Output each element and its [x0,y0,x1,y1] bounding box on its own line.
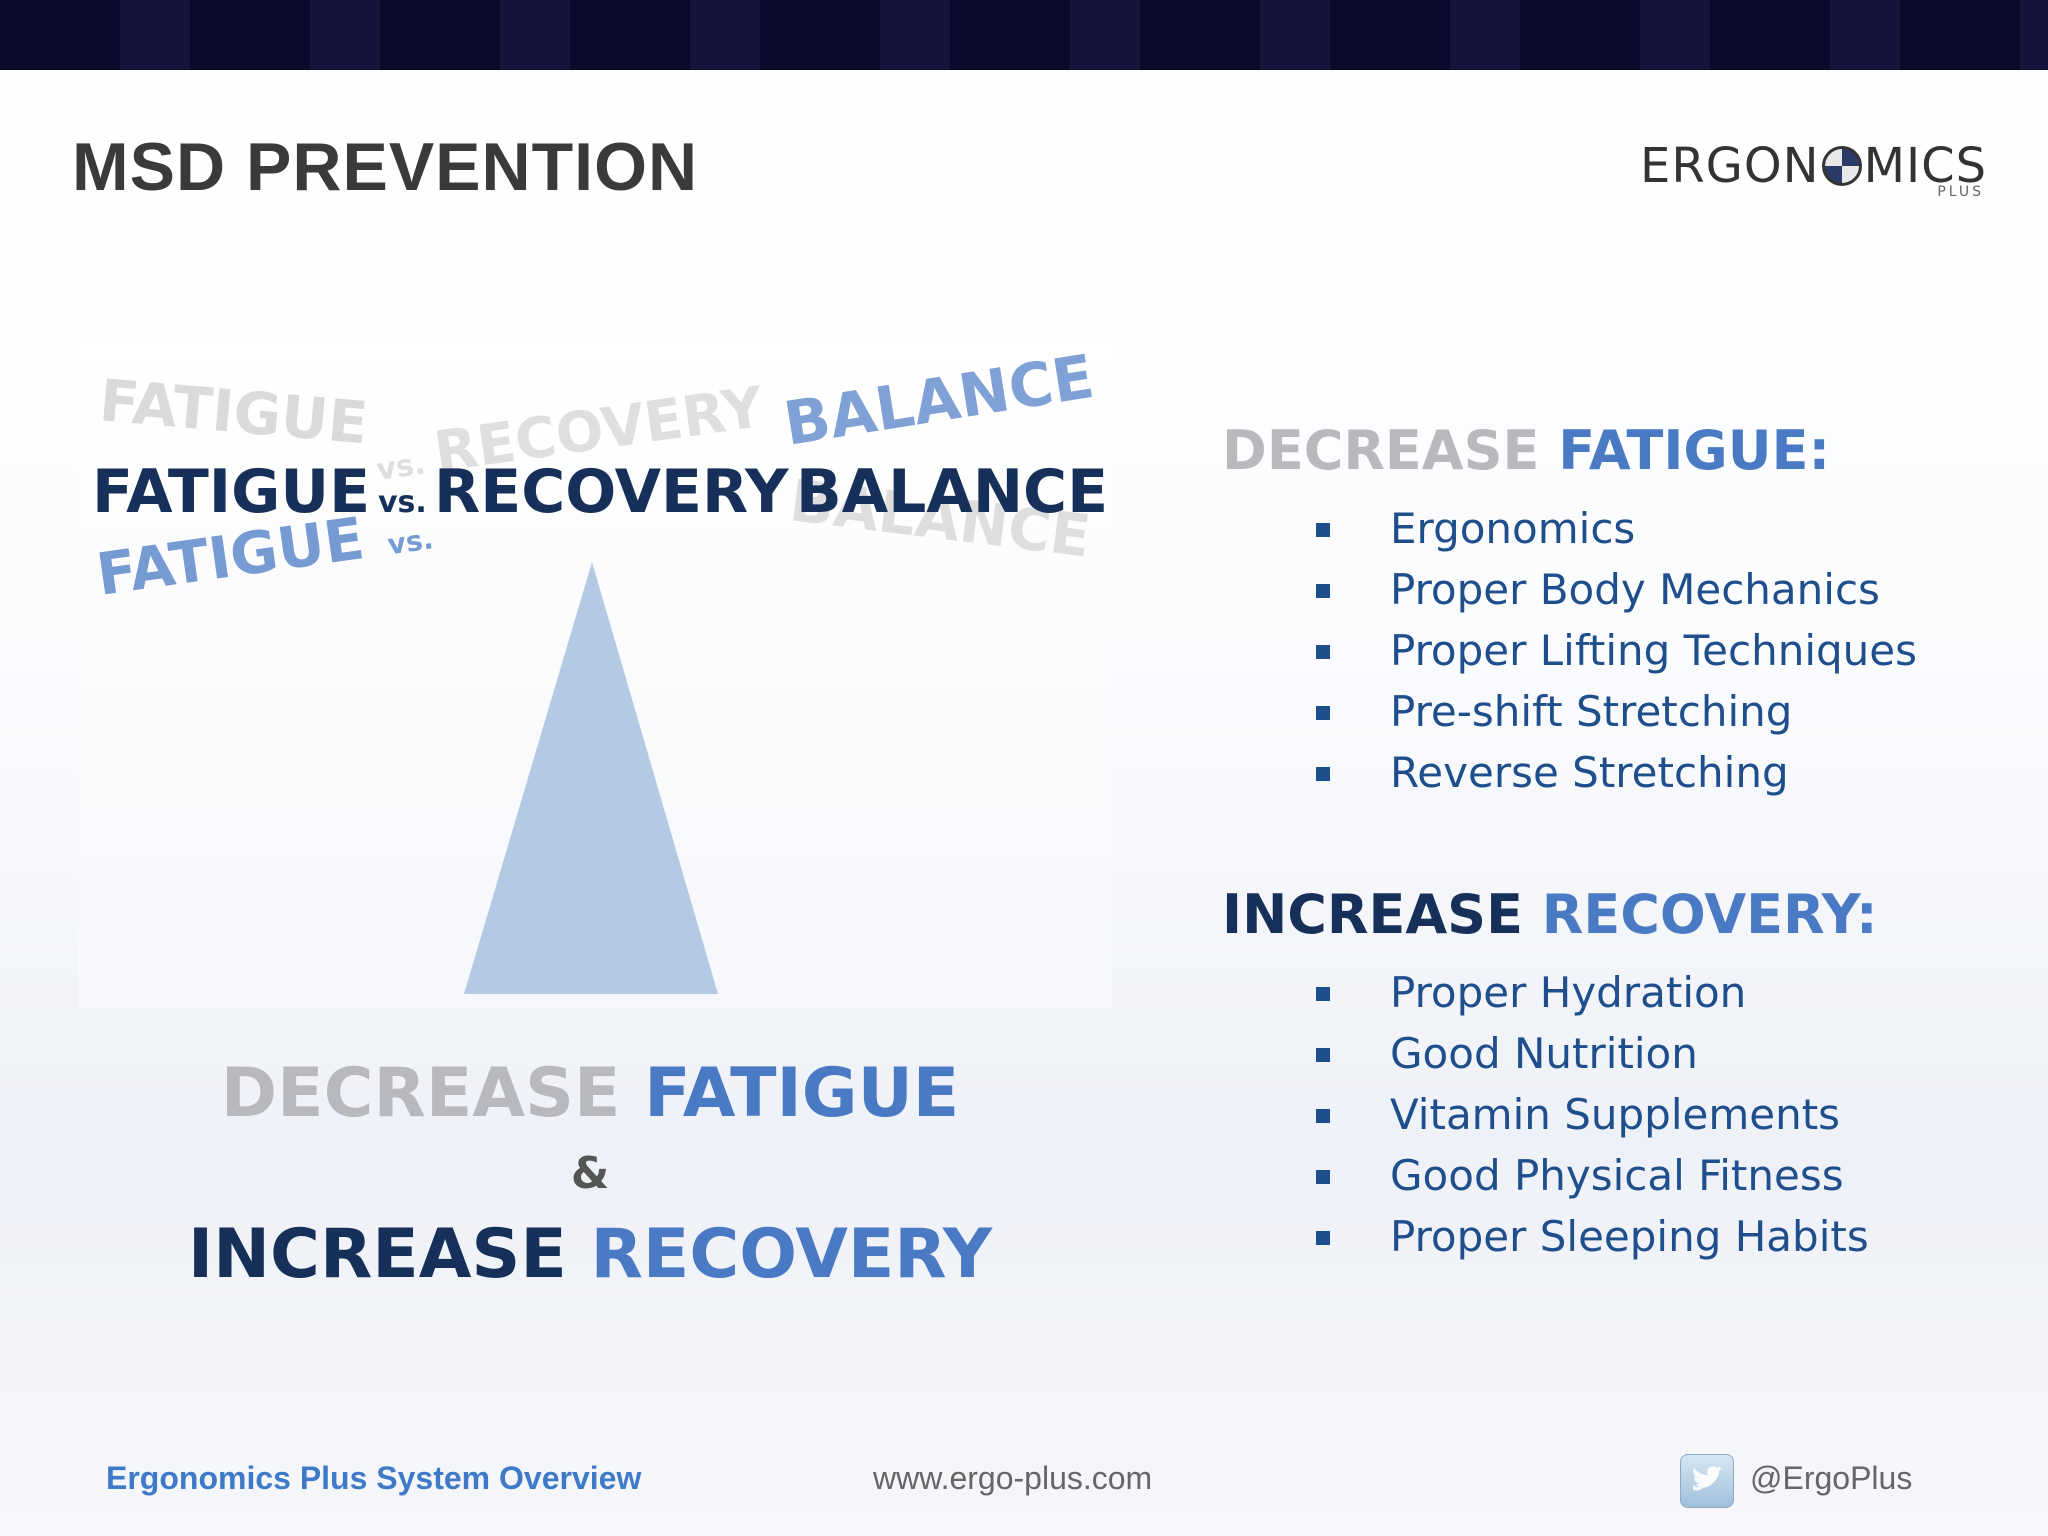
decrease-fatigue-list: Ergonomics Proper Body Mechanics Proper … [1222,498,1917,803]
decrease-fatigue-section: DECREASE FATIGUE: Ergonomics Proper Body… [1222,424,1917,803]
list-item: Good Nutrition [1222,1023,1878,1084]
list-item-text: Proper Lifting Techniques [1390,626,1917,675]
ghost-top-vs: vs. [374,446,427,487]
summary-increase: INCREASE [187,1215,567,1294]
summary-recovery: RECOVERY [590,1215,993,1294]
square-bullet-icon [1316,1231,1330,1245]
summary-ampersand: & [570,1148,610,1199]
logo-text-end: MICS [1863,138,1988,194]
logo-crosshair-icon [1821,146,1862,186]
list-item: Vitamin Supplements [1222,1084,1878,1145]
ergonomics-plus-logo: ERGON MICS PLUS [1640,138,1990,208]
square-bullet-icon [1316,645,1330,659]
summary-increase-recovery: INCREASE RECOVERY [150,1221,1030,1289]
list-item-text: Proper Sleeping Habits [1390,1212,1869,1261]
square-bullet-icon [1316,523,1330,537]
main-recovery: RECOVERY [434,457,790,527]
logo-text-start: ERGON [1640,138,1820,194]
list-item: Proper Lifting Techniques [1222,620,1917,681]
list-item: Proper Sleeping Habits [1222,1206,1878,1267]
list-item: Proper Hydration [1222,962,1878,1023]
fatigue-recovery-graphic: FATIGUE vs. RECOVERY BALANCE FATIGUE vs.… [78,340,1112,1008]
heading-recovery: RECOVERY: [1541,883,1878,946]
main-vs: vs. [378,485,427,520]
square-bullet-icon [1316,584,1330,598]
heading-decrease: DECREASE [1222,419,1540,482]
balance-illustration: FATIGUE vs. RECOVERY BALANCE FATIGUE vs.… [92,342,1108,994]
increase-recovery-list: Proper Hydration Good Nutrition Vitamin … [1222,962,1878,1267]
square-bullet-icon [1316,767,1330,781]
square-bullet-icon [1316,1170,1330,1184]
main-fatigue: FATIGUE [92,457,370,527]
list-item-text: Good Nutrition [1390,1029,1698,1078]
list-item: Ergonomics [1222,498,1917,559]
square-bullet-icon [1316,1048,1330,1062]
list-item-text: Vitamin Supplements [1390,1090,1841,1139]
main-balance: BALANCE [796,457,1108,527]
footer-presentation-title: Ergonomics Plus System Overview [106,1460,642,1496]
decrease-fatigue-heading: DECREASE FATIGUE: [1222,424,1917,478]
main-title: FATIGUE vs. RECOVERY BALANCE [92,457,1108,527]
ghost-title-top: FATIGUE [97,366,371,457]
twitter-handle[interactable]: @ErgoPlus [1750,1460,1913,1496]
heading-fatigue: FATIGUE: [1558,419,1831,482]
list-item-text: Reverse Stretching [1390,748,1789,797]
twitter-bird-glyph [1693,1466,1723,1491]
square-bullet-icon [1316,706,1330,720]
ghost-top-balance: BALANCE [779,342,1098,460]
slide-title: MSD PREVENTION [72,129,699,205]
increase-recovery-section: INCREASE RECOVERY: Proper Hydration Good… [1222,888,1878,1267]
fulcrum-triangle [464,562,718,994]
top-banner [0,0,2048,70]
list-item-text: Pre-shift Stretching [1390,687,1793,736]
ghost-title-top-balance: BALANCE [779,342,1098,460]
twitter-bird-icon[interactable] [1680,1454,1734,1508]
list-item: Reverse Stretching [1222,742,1917,803]
heading-increase: INCREASE [1222,883,1523,946]
list-item-text: Proper Body Mechanics [1390,565,1880,614]
ghost-top-fatigue: FATIGUE [97,366,371,457]
list-item-text: Proper Hydration [1390,968,1747,1017]
list-item: Proper Body Mechanics [1222,559,1917,620]
logo-wordmark: ERGON MICS [1640,138,1987,194]
summary-block: DECREASE FATIGUE & INCREASE RECOVERY [150,1060,1030,1289]
summary-decrease: DECREASE [220,1054,621,1133]
list-item-text: Ergonomics [1390,504,1636,553]
square-bullet-icon [1316,1109,1330,1123]
list-item: Pre-shift Stretching [1222,681,1917,742]
footer-website-link[interactable]: www.ergo-plus.com [873,1460,1153,1496]
list-item-text: Good Physical Fitness [1390,1151,1844,1200]
ghost-bottom-vs: vs. [386,522,436,561]
logo-subtext: PLUS [1937,184,1984,200]
increase-recovery-heading: INCREASE RECOVERY: [1222,888,1878,942]
list-item: Good Physical Fitness [1222,1145,1878,1206]
summary-decrease-fatigue: DECREASE FATIGUE [150,1060,1030,1128]
summary-fatigue: FATIGUE [644,1054,960,1133]
square-bullet-icon [1316,987,1330,1001]
